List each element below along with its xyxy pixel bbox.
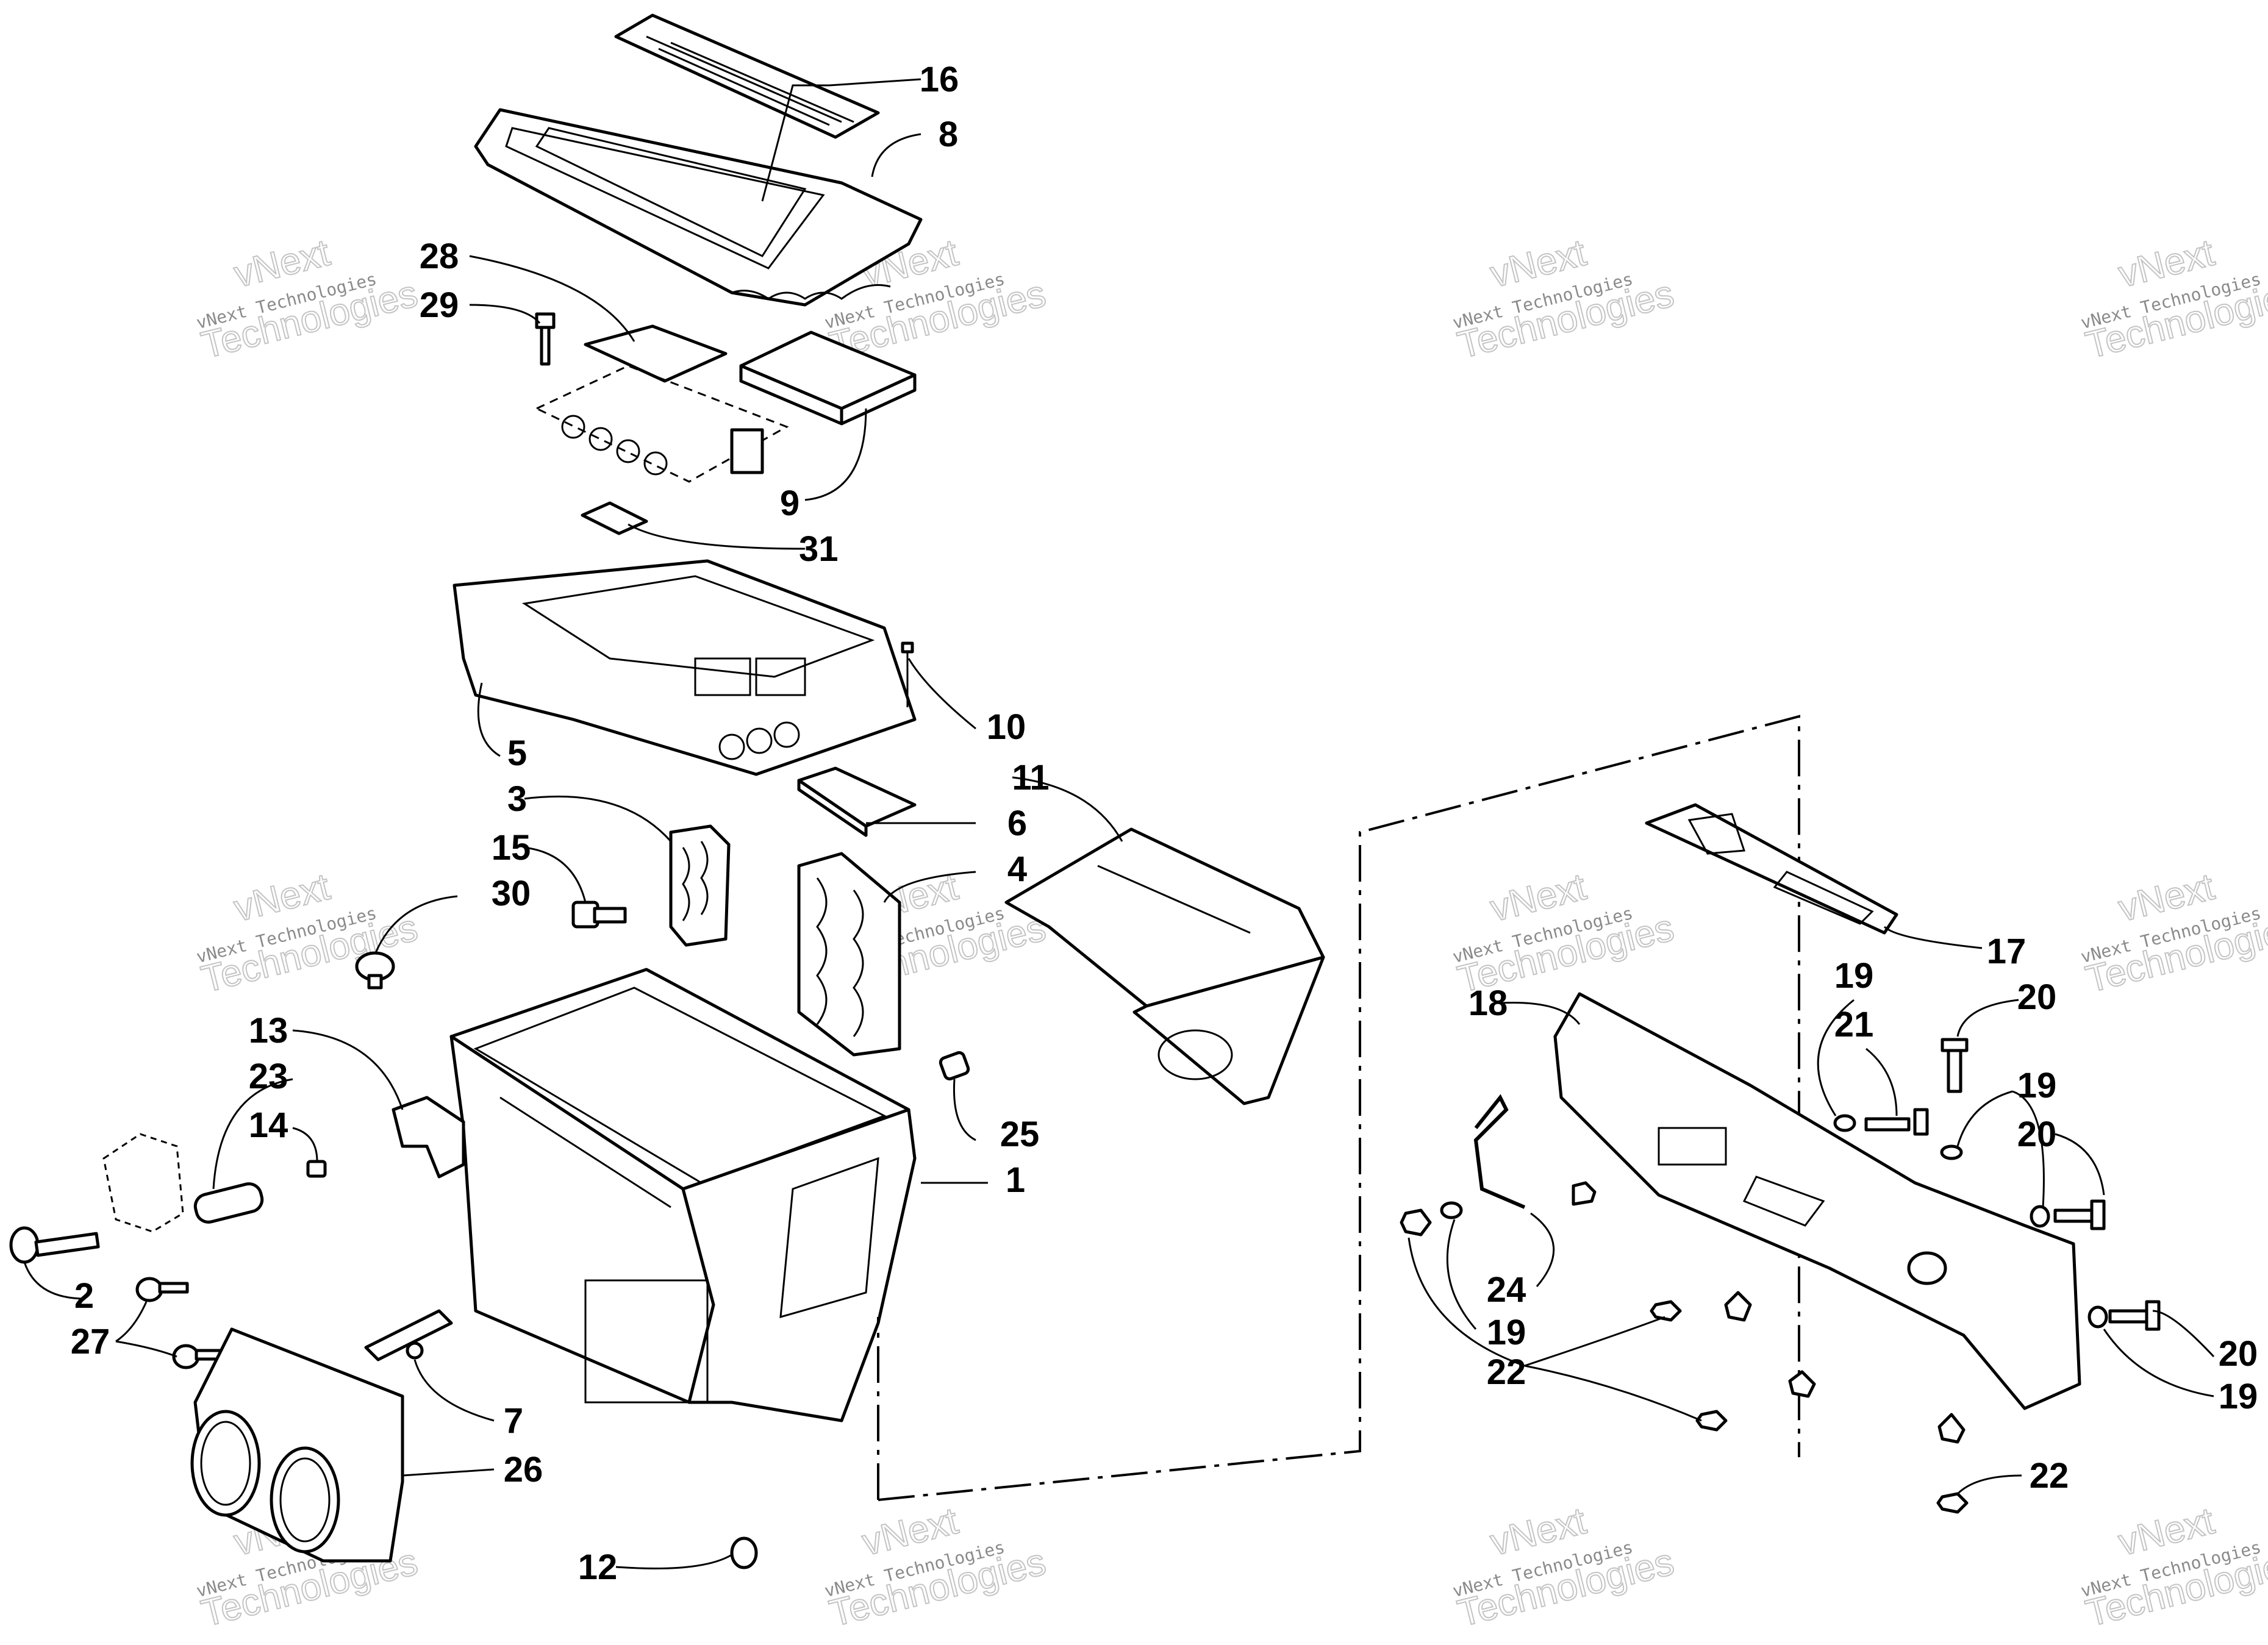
callout-17: 17 [1987,932,2027,971]
part-26-silencer [190,1327,404,1563]
part-12-plug [730,1536,758,1569]
part-16-decal [614,13,880,139]
callout-9: 9 [780,484,800,523]
part-24-rod [1473,1094,1526,1209]
callout-2: 2 [74,1276,94,1316]
svg-text:Technologies: Technologies [2082,907,2268,1001]
callout-11: 11 [1012,758,1049,798]
part-14-bushing [306,1160,327,1178]
part-10-screw [901,641,914,707]
part-30-grommet [355,951,395,990]
part-13-bracket [392,1096,465,1179]
part-9-filter [739,330,917,426]
callout-12: 12 [578,1547,618,1587]
callout-21: 21 [1834,1005,1874,1044]
callout-19: 19 [1834,956,1874,996]
watermark: vNext vNext Technologies Technologies [2079,1499,2268,1636]
part-1-airbox [449,968,917,1422]
callout-31: 31 [799,529,839,569]
callout-1: 1 [1006,1160,1025,1200]
part-15-clamp [571,901,627,929]
callout-24: 24 [1487,1270,1526,1310]
callout-labels: 16 8 28 29 9 31 10 5 11 3 6 15 4 30 13 2… [71,60,2258,1587]
watermark: vNext vNext Technologies Technologies [823,1499,1051,1636]
part-3-gasket [669,824,731,947]
part-6-foam [797,766,917,837]
watermark: vNext vNext Technologies Technologies [195,231,423,368]
callout-19: 19 [2219,1377,2258,1416]
callout-25: 25 [1000,1115,1040,1154]
callout-29: 29 [420,285,459,325]
part-2-bolt [9,1226,100,1264]
watermark: vNext vNext Technologies Technologies [1451,865,1679,1002]
part-25-clip [939,1051,970,1081]
callout-19: 19 [1487,1313,1526,1352]
callout-16: 16 [920,60,959,99]
reference-frame [877,715,1800,1501]
callout-10: 10 [987,707,1026,747]
callout-20: 20 [2219,1334,2258,1374]
callout-26: 26 [504,1450,543,1490]
part-7-strip [364,1309,453,1361]
callout-30: 30 [492,874,531,913]
callout-27: 27 [71,1322,110,1361]
part-11-intake [1004,827,1325,1105]
part-8-cover [474,108,923,307]
mount-bracket-dashed [102,1133,184,1233]
watermark: vNext vNext Technologies Technologies [1451,231,1679,368]
svg-text:Technologies: Technologies [2082,273,2268,367]
module-outline [534,365,789,483]
leader-lines [23,78,2215,1569]
callout-20: 20 [2017,977,2057,1017]
callout-20: 20 [2017,1115,2057,1154]
part-29-screw [535,312,556,366]
callout-23: 23 [249,1057,288,1096]
callout-19: 19 [2017,1066,2057,1105]
callout-3: 3 [507,779,527,819]
callout-18: 18 [1468,983,1508,1023]
part-28-label [584,324,728,383]
part-5-base-tray [453,559,917,776]
callout-5: 5 [507,733,527,773]
part-4-gasket [797,852,901,1057]
callout-22: 22 [2030,1456,2069,1496]
watermark: vNext vNext Technologies Technologies [2079,231,2268,368]
part-27-screws [135,1277,226,1369]
callout-13: 13 [249,1011,288,1051]
svg-text:Technologies: Technologies [2082,1541,2268,1635]
callout-4: 4 [1007,849,1027,889]
hardware-group [1400,1038,2161,1514]
watermark: vNext vNext Technologies Technologies [2079,865,2268,1002]
callout-14: 14 [249,1105,288,1145]
part-23-spacer [193,1182,264,1224]
callout-7: 7 [504,1401,523,1441]
callout-28: 28 [420,237,459,276]
callout-22: 22 [1487,1352,1526,1392]
callout-8: 8 [939,115,958,154]
callout-15: 15 [492,828,531,868]
part-18-duct [1553,992,2081,1410]
callout-6: 6 [1007,804,1027,843]
watermark: vNext vNext Technologies Technologies [1451,1499,1679,1636]
part-17-cover-plate [1645,803,1898,935]
